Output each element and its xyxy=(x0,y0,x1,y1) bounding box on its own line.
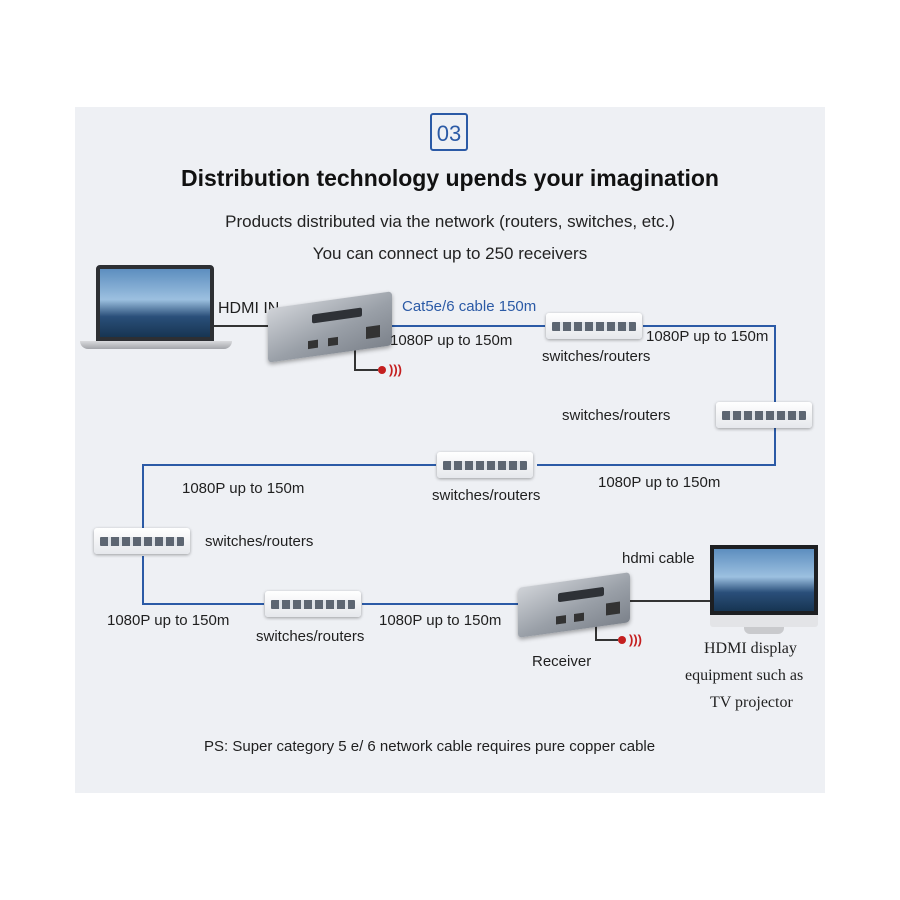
switch-label-2: switches/routers xyxy=(562,407,671,424)
receiver-label: Receiver xyxy=(532,653,592,670)
step-badge: 03 xyxy=(430,113,468,151)
wire-switch-4-to-switch-5 xyxy=(142,556,264,605)
distance-label-6: 1080P up to 150m xyxy=(379,612,502,629)
ir-signal-icon: ))) xyxy=(389,362,402,377)
switch-label-1: switches/routers xyxy=(542,348,651,365)
distance-label-2: 1080P up to 150m xyxy=(646,328,769,345)
ir-sensor-icon xyxy=(378,366,386,374)
subtitle-line-1: Products distributed via the network (ro… xyxy=(225,212,675,231)
diagram-panel xyxy=(75,107,825,793)
distance-label-3: 1080P up to 150m xyxy=(598,474,721,491)
network-switch-4 xyxy=(94,528,190,554)
display-label-line-1: HDMI display xyxy=(704,640,797,657)
switch-label-4: switches/routers xyxy=(205,533,314,550)
ir-receiver-sensor-icon xyxy=(618,636,626,644)
cable-label: Cat5e/6 cable 150m xyxy=(402,298,537,315)
distance-label-5: 1080P up to 150m xyxy=(107,612,230,629)
subtitle-line-2: You can connect up to 250 receivers xyxy=(312,244,588,263)
wire-switch-1-to-switch-2 xyxy=(643,325,776,402)
display-label-line-2: equipment such as xyxy=(685,667,804,684)
switch-label-3: switches/routers xyxy=(432,487,541,504)
network-switch-2 xyxy=(716,402,812,428)
network-switch-1 xyxy=(546,313,642,339)
distance-label-1: 1080P up to 150m xyxy=(390,332,513,349)
wire-switch-3-to-switch-4 xyxy=(142,464,436,528)
hdmi-in-label: HDMI IN xyxy=(218,300,280,317)
display-label-line-3: TV projector xyxy=(710,694,793,711)
ir-receiver-signal-icon: ))) xyxy=(629,632,642,647)
network-switch-5 xyxy=(265,591,361,617)
footnote: PS: Super category 5 e/ 6 network cable … xyxy=(204,738,656,755)
network-switch-3 xyxy=(437,452,533,478)
page-title: Distribution technology upends your imag… xyxy=(181,165,719,191)
switch-label-5: switches/routers xyxy=(256,628,365,645)
wire-switch-2-to-switch-3 xyxy=(537,428,776,466)
distance-label-4: 1080P up to 150m xyxy=(182,480,305,497)
hdmi-cable-label: hdmi cable xyxy=(622,550,695,567)
wire-ir-receiver xyxy=(595,625,618,641)
wire-ir-transmitter xyxy=(354,350,378,371)
